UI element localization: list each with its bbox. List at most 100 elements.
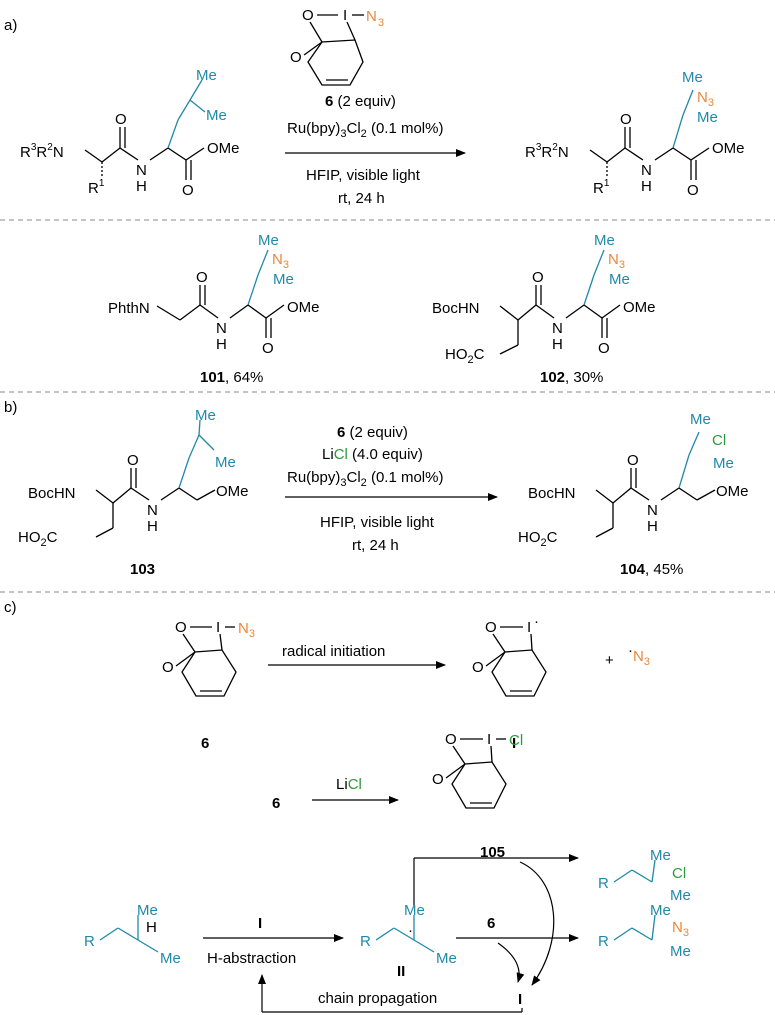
svg-text:HFIP, visible light: HFIP, visible light: [306, 167, 421, 184]
svg-text:105: 105: [480, 844, 505, 861]
radical-I-structure: O I · O I + · N3: [472, 613, 650, 752]
svg-text:Me: Me: [609, 271, 630, 288]
svg-text:OMe: OMe: [716, 483, 749, 500]
svg-text:Me: Me: [713, 455, 734, 472]
example-101: PhthN O N H Me N3 Me O OMe 101, 64%: [108, 232, 320, 386]
svg-text:R: R: [598, 933, 609, 950]
svg-text:R1: R1: [593, 178, 610, 197]
svg-text:·: ·: [628, 642, 633, 659]
svg-text:HFIP, visible light: HFIP, visible light: [320, 514, 435, 531]
svg-text:Me: Me: [195, 407, 216, 424]
svg-text:BocHN: BocHN: [528, 485, 576, 502]
svg-text:103: 103: [130, 561, 155, 578]
svg-text:H: H: [552, 336, 563, 353]
svg-text:Me: Me: [196, 67, 217, 84]
svg-text:O: O: [290, 49, 302, 66]
svg-text:rt, 24 h: rt, 24 h: [338, 190, 385, 207]
svg-text:Me: Me: [594, 232, 615, 249]
svg-text:R3R2N: R3R2N: [20, 142, 64, 161]
svg-text:R: R: [360, 933, 371, 950]
panel-label-c: c): [4, 599, 17, 616]
section-b-starting-material-103: BocHN HO2C O N H Me Me OMe 103: [18, 407, 249, 578]
svg-text:Me: Me: [404, 902, 425, 919]
svg-text:Me: Me: [682, 69, 703, 86]
svg-text:N3: N3: [272, 251, 289, 271]
svg-text:101, 64%: 101, 64%: [200, 369, 263, 386]
compound-105-structure: O I Cl O 105: [432, 731, 523, 861]
svg-text:O: O: [162, 659, 174, 676]
svg-text:102, 30%: 102, 30%: [540, 369, 603, 386]
svg-text:O: O: [598, 340, 610, 357]
svg-text:I: I: [487, 731, 491, 748]
svg-text:+: +: [605, 652, 614, 669]
conditions-b: 6 (2 equiv) LiCl (4.0 equiv) Ru(bpy)3Cl2…: [287, 424, 443, 554]
svg-text:Me: Me: [160, 950, 181, 967]
svg-text:Me: Me: [137, 902, 158, 919]
svg-text:N: N: [216, 320, 227, 337]
svg-text:H: H: [147, 518, 158, 535]
svg-text:104, 45%: 104, 45%: [620, 561, 683, 578]
svg-text:N3: N3: [608, 251, 625, 271]
svg-text:LiCl (4.0 equiv): LiCl (4.0 equiv): [322, 446, 423, 463]
section-a-product: R3R2N R1 O N H Me N3 Me O OMe: [525, 69, 745, 199]
svg-text:OMe: OMe: [712, 140, 745, 157]
svg-text:6 (2 equiv): 6 (2 equiv): [337, 424, 408, 441]
svg-text:O: O: [302, 7, 314, 24]
svg-text:HO2C: HO2C: [518, 529, 558, 549]
section-a-starting-material: R3R2N R1 O N H Me Me O OMe: [20, 67, 240, 199]
svg-text:N: N: [552, 320, 563, 337]
example-102: BocHN HO2C O N H Me N3 Me O OMe 102, 30%: [432, 232, 656, 386]
reagent-6-structure-top: O I N 3 O: [290, 7, 384, 86]
svg-text:HO2C: HO2C: [445, 346, 485, 366]
curved-arrow-from-cl: [519, 861, 555, 986]
svg-text:BocHN: BocHN: [28, 485, 76, 502]
svg-text:O: O: [196, 269, 208, 286]
svg-text:O: O: [432, 771, 444, 788]
svg-text:O: O: [687, 182, 699, 199]
svg-text:Me: Me: [273, 271, 294, 288]
svg-text:O: O: [620, 111, 632, 128]
svg-text:H: H: [136, 178, 147, 195]
svg-text:Me: Me: [258, 232, 279, 249]
svg-text:HO2C: HO2C: [18, 529, 58, 549]
svg-text:Me: Me: [650, 847, 671, 864]
svg-text:BocHN: BocHN: [432, 300, 480, 317]
svg-text:O: O: [262, 340, 274, 357]
svg-text:Me: Me: [206, 107, 227, 124]
svg-text:·: ·: [408, 922, 413, 939]
svg-text:rt, 24 h: rt, 24 h: [352, 537, 399, 554]
regenerated-I: I: [518, 991, 522, 1008]
svg-text:R: R: [84, 933, 95, 950]
svg-text:N: N: [641, 162, 652, 179]
svg-text:N: N: [136, 162, 147, 179]
svg-text:I: I: [216, 619, 220, 636]
section-c-reagent-6: O I N3 O 6: [162, 619, 255, 752]
svg-text:OMe: OMe: [216, 483, 249, 500]
svg-text:3: 3: [378, 17, 384, 29]
chain-propagation-label: chain propagation: [318, 990, 437, 1007]
svg-text:OMe: OMe: [623, 299, 656, 316]
svg-text:6 (2 equiv): 6 (2 equiv): [325, 93, 396, 110]
svg-text:N3: N3: [633, 648, 650, 668]
substrate-R-isobutyl: R Me H Me: [84, 902, 181, 967]
licl-label: LiCl: [336, 776, 362, 793]
svg-text:6: 6: [201, 735, 209, 752]
svg-text:N: N: [147, 502, 158, 519]
svg-text:Me: Me: [436, 950, 457, 967]
svg-text:Ru(bpy)3Cl2 (0.1 mol%): Ru(bpy)3Cl2 (0.1 mol%): [287, 469, 443, 489]
svg-text:Me: Me: [670, 943, 691, 960]
svg-text:O: O: [485, 619, 497, 636]
svg-text:R1: R1: [88, 178, 105, 197]
h-abstraction-label: H-abstraction: [207, 950, 296, 967]
svg-text:II: II: [397, 963, 405, 980]
svg-text:Me: Me: [670, 887, 691, 904]
radical-initiation-label: radical initiation: [282, 643, 385, 660]
svg-text:Me: Me: [690, 411, 711, 428]
svg-text:OMe: OMe: [287, 299, 320, 316]
svg-text:Me: Me: [650, 902, 671, 919]
svg-text:·: ·: [534, 613, 539, 630]
svg-text:Cl: Cl: [712, 432, 726, 449]
svg-text:H: H: [647, 518, 658, 535]
svg-text:N3: N3: [697, 89, 714, 109]
